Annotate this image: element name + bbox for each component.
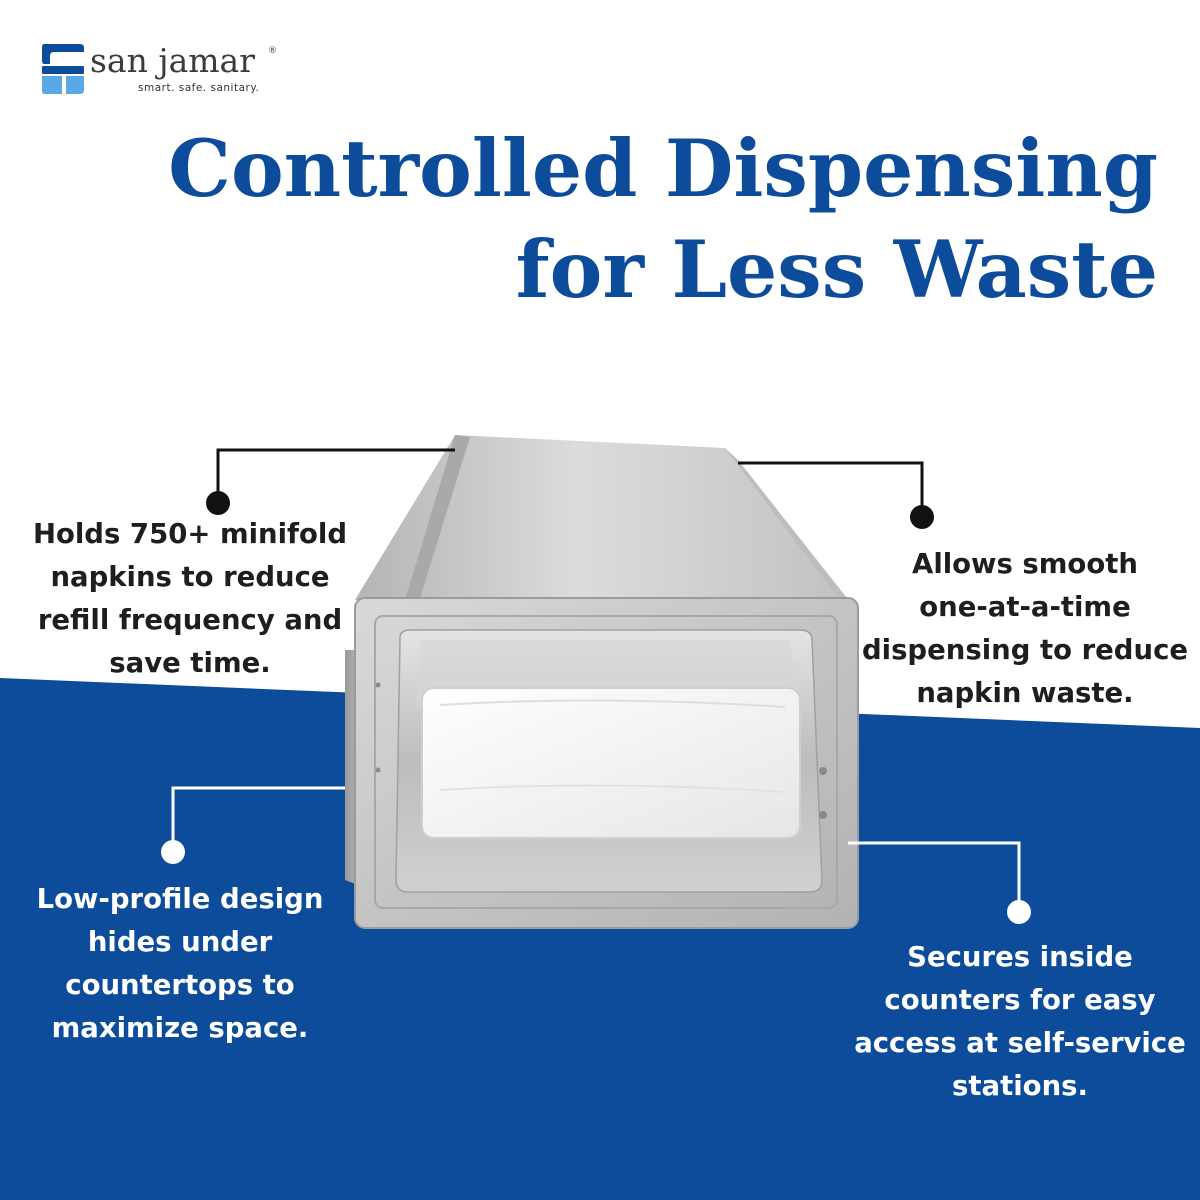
brand-name: san jamar [90,41,255,80]
napkin-dispenser-image [345,435,859,929]
san-jamar-logo: san jamar ® smart. safe. sanitary. [40,42,280,102]
leader-line-bottom-left [161,786,345,864]
callout-line: hides under [87,926,273,958]
callout-top-left: Holds 750+ minifold napkins to reduce re… [15,513,365,685]
callout-line: Allows smooth [912,548,1138,580]
headline: Controlled Dispensing for Less Waste [168,118,1158,320]
leader-line-bottom-right [848,841,1031,924]
callout-line: napkin waste. [916,677,1134,709]
leader-line-top-right [738,461,934,529]
callout-line: countertops to [65,969,295,1001]
callout-line: napkins to reduce [50,561,330,593]
callout-line: refill frequency and [37,604,343,636]
callout-line: maximize space. [51,1012,309,1044]
leader-line-top-left [206,448,455,515]
headline-line-2: for Less Waste [515,223,1158,316]
callout-line: access at self-service [854,1027,1186,1059]
callout-line: Secures inside [907,941,1133,973]
callout-bottom-right: Secures inside counters for easy access … [840,936,1200,1108]
callout-line: stations. [952,1070,1088,1102]
blue-band [0,678,1200,1200]
callout-line: one-at-a-time [919,591,1131,623]
headline-line-1: Controlled Dispensing [168,122,1158,215]
callout-line: counters for easy [884,984,1156,1016]
brand-tagline: smart. safe. sanitary. [138,82,260,94]
callout-bottom-left: Low-profile design hides under counterto… [0,878,360,1050]
logo-mark-icon [42,44,84,94]
callout-line: dispensing to reduce [861,634,1189,666]
callout-line: save time. [109,647,271,679]
registered-mark: ® [268,46,277,56]
callout-line: Low-profile design [36,883,324,915]
callout-line: Holds 750+ minifold [32,518,348,550]
callout-top-right: Allows smooth one-at-a-time dispensing t… [845,543,1200,715]
